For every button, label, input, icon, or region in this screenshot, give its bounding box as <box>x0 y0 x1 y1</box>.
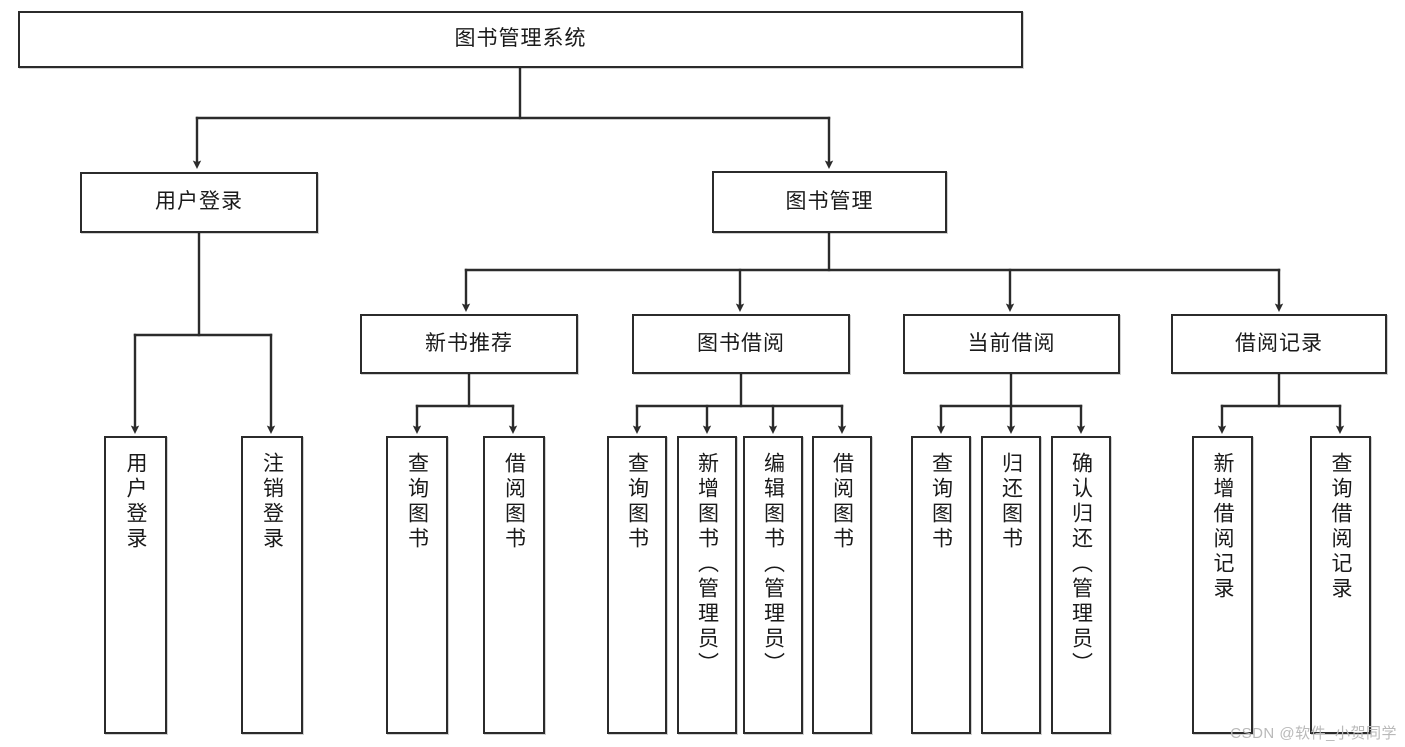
node-book-borrow[interactable]: 图书借阅 <box>632 314 850 374</box>
node-new-book-recommend[interactable]: 新书推荐 <box>360 314 578 374</box>
node-book-manage-label: 图书管理 <box>785 189 874 213</box>
node-current-borrow-label: 当前借阅 <box>967 331 1056 355</box>
leaf-add-record-label: 新增借阅记录 <box>1211 452 1234 602</box>
leaf-confirm-return-label: 确认归还（管理员） <box>1069 452 1093 677</box>
node-book-borrow-label: 图书借阅 <box>697 331 785 355</box>
leaf-borrow-book-2[interactable]: 借阅图书 <box>812 436 872 734</box>
leaf-query-book-1-label: 查询图书 <box>405 452 429 552</box>
leaf-logout-login-label: 注销登录 <box>260 452 284 552</box>
leaf-add-book[interactable]: 新增图书（管理员） <box>677 436 737 734</box>
leaf-query-record-label: 查询借阅记录 <box>1329 452 1352 602</box>
leaf-user-login-label: 用户登录 <box>124 452 147 552</box>
node-borrow-record[interactable]: 借阅记录 <box>1171 314 1387 374</box>
leaf-return-book[interactable]: 归还图书 <box>981 436 1041 734</box>
node-root[interactable]: 图书管理系统 <box>18 11 1023 68</box>
node-current-borrow[interactable]: 当前借阅 <box>903 314 1120 374</box>
leaf-query-book-3-label: 查询图书 <box>929 452 953 552</box>
leaf-query-book-3[interactable]: 查询图书 <box>911 436 971 734</box>
node-root-label: 图书管理系统 <box>454 27 587 51</box>
leaf-add-record[interactable]: 新增借阅记录 <box>1192 436 1253 734</box>
node-new-book-recommend-label: 新书推荐 <box>425 331 513 355</box>
leaf-add-book-label: 新增图书（管理员） <box>695 452 719 677</box>
leaf-query-book-1[interactable]: 查询图书 <box>386 436 448 734</box>
leaf-return-book-label: 归还图书 <box>999 452 1023 552</box>
node-book-manage[interactable]: 图书管理 <box>712 171 947 233</box>
leaf-user-login[interactable]: 用户登录 <box>104 436 167 734</box>
leaf-confirm-return[interactable]: 确认归还（管理员） <box>1051 436 1111 734</box>
leaf-borrow-book-2-label: 借阅图书 <box>830 452 854 552</box>
node-borrow-record-label: 借阅记录 <box>1235 331 1323 355</box>
leaf-query-record[interactable]: 查询借阅记录 <box>1310 436 1371 734</box>
leaf-logout-login[interactable]: 注销登录 <box>241 436 303 734</box>
leaf-borrow-book-1-label: 借阅图书 <box>502 452 526 552</box>
node-user-login[interactable]: 用户登录 <box>80 172 318 233</box>
leaf-query-book-2-label: 查询图书 <box>625 452 649 552</box>
leaf-borrow-book-1[interactable]: 借阅图书 <box>483 436 545 734</box>
leaf-edit-book[interactable]: 编辑图书（管理员） <box>743 436 803 734</box>
leaf-edit-book-label: 编辑图书（管理员） <box>761 452 785 677</box>
watermark: CSDN @软件_小贺同学 <box>1230 725 1397 742</box>
node-user-login-label: 用户登录 <box>155 190 243 214</box>
leaf-query-book-2[interactable]: 查询图书 <box>607 436 667 734</box>
